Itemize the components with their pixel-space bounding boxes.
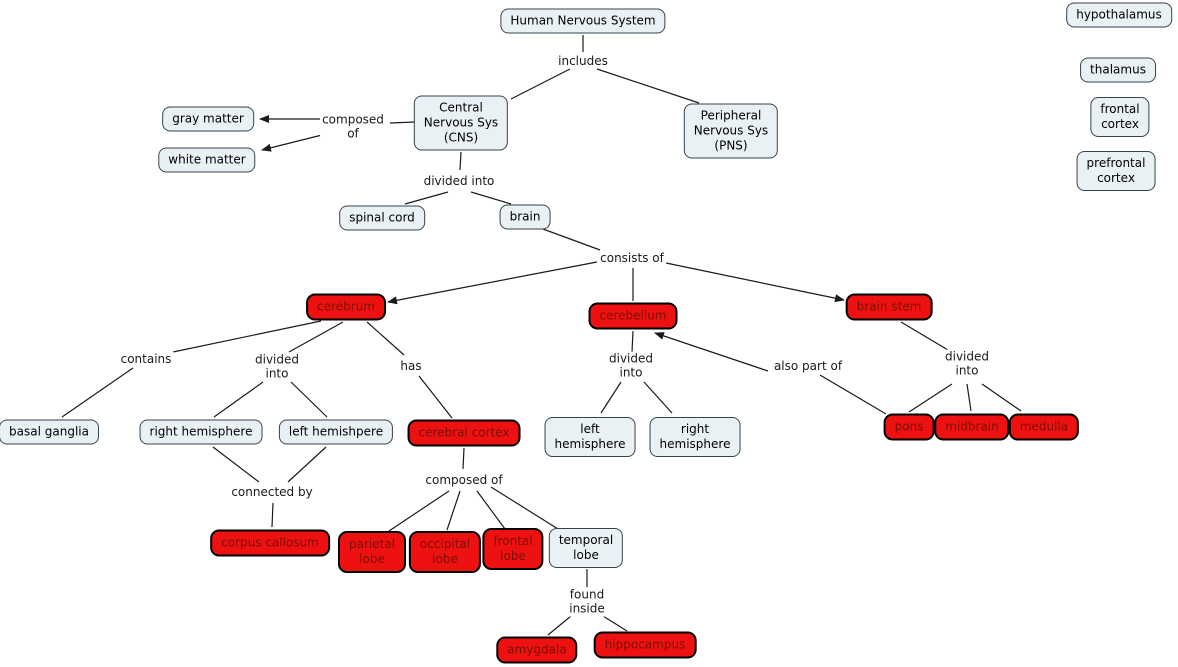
link-label-composed-of-cns[interactable]: composed of	[320, 112, 386, 142]
link-label-divided-into-cerebrum[interactable]: divided into	[252, 352, 302, 382]
edge-lines	[61, 35, 1022, 636]
concept-node-frontal-lobe[interactable]: frontal lobe	[482, 528, 544, 570]
link-label-divided-into-cns[interactable]: divided into	[421, 173, 497, 189]
concept-node-cerebral-cortex[interactable]: cerebral cortex	[407, 419, 521, 447]
concept-node-frontal-cortex[interactable]: frontal cortex	[1090, 97, 1150, 137]
concept-node-human-nervous-system[interactable]: Human Nervous System	[500, 8, 666, 34]
concept-node-pns[interactable]: Peripheral Nervous Sys (PNS)	[683, 103, 779, 159]
concept-node-left-hemisphere-cerebellum[interactable]: left hemisphere	[544, 417, 636, 457]
link-label-divided-into-cerebellum[interactable]: divided into	[606, 351, 656, 381]
link-label-has[interactable]: has	[398, 358, 424, 374]
concept-node-hypothalamus[interactable]: hypothalamus	[1066, 2, 1172, 28]
concept-node-midbrain[interactable]: midbrain	[934, 413, 1010, 441]
concept-node-left-hemishpere-cerebrum[interactable]: left hemishpere	[278, 419, 394, 445]
concept-node-hippocampus[interactable]: hippocampus	[593, 631, 697, 659]
link-label-includes[interactable]: includes	[556, 53, 610, 69]
concept-node-medulla[interactable]: medulla	[1008, 413, 1080, 441]
link-label-found-inside[interactable]: found inside	[567, 587, 607, 617]
concept-node-parietal-lobe[interactable]: parietal lobe	[337, 531, 407, 573]
concept-node-thalamus[interactable]: thalamus	[1080, 57, 1156, 83]
concept-node-right-hemisphere-cerebrum[interactable]: right hemisphere	[139, 419, 263, 445]
concept-node-brain-stem[interactable]: brain stem	[845, 293, 933, 321]
link-label-composed-of-cortex[interactable]: composed of	[423, 472, 505, 488]
concept-node-occipital-lobe[interactable]: occipital lobe	[408, 531, 482, 573]
concept-node-brain[interactable]: brain	[499, 204, 551, 230]
concept-node-right-hemisphere-cerebellum[interactable]: right hemisphere	[649, 417, 741, 457]
link-label-divided-into-brain-stem[interactable]: divided into	[942, 349, 992, 379]
concept-node-pons[interactable]: pons	[883, 413, 935, 441]
concept-node-cns[interactable]: Central Nervous Sys (CNS)	[413, 95, 509, 151]
concept-node-cerebrum[interactable]: cerebrum	[306, 293, 386, 321]
concept-node-prefrontal-cortex[interactable]: prefrontal cortex	[1076, 151, 1156, 191]
concept-node-white-matter[interactable]: white matter	[158, 147, 256, 173]
concept-node-spinal-cord[interactable]: spinal cord	[339, 205, 425, 231]
concept-node-gray-matter[interactable]: gray matter	[162, 106, 254, 132]
link-label-contains[interactable]: contains	[118, 351, 174, 367]
concept-node-temporal-lobe[interactable]: temporal lobe	[548, 528, 624, 568]
link-label-also-part-of[interactable]: also part of	[771, 358, 845, 374]
link-label-connected-by[interactable]: connected by	[229, 484, 315, 500]
link-label-consists-of[interactable]: consists of	[598, 250, 666, 266]
concept-node-basal-ganglia[interactable]: basal ganglia	[0, 419, 99, 445]
concept-node-corpus-callosum[interactable]: corpus callosum	[210, 529, 330, 557]
concept-node-amygdala[interactable]: amygdala	[496, 636, 578, 664]
concept-node-cerebellum[interactable]: cerebellum	[588, 302, 678, 330]
